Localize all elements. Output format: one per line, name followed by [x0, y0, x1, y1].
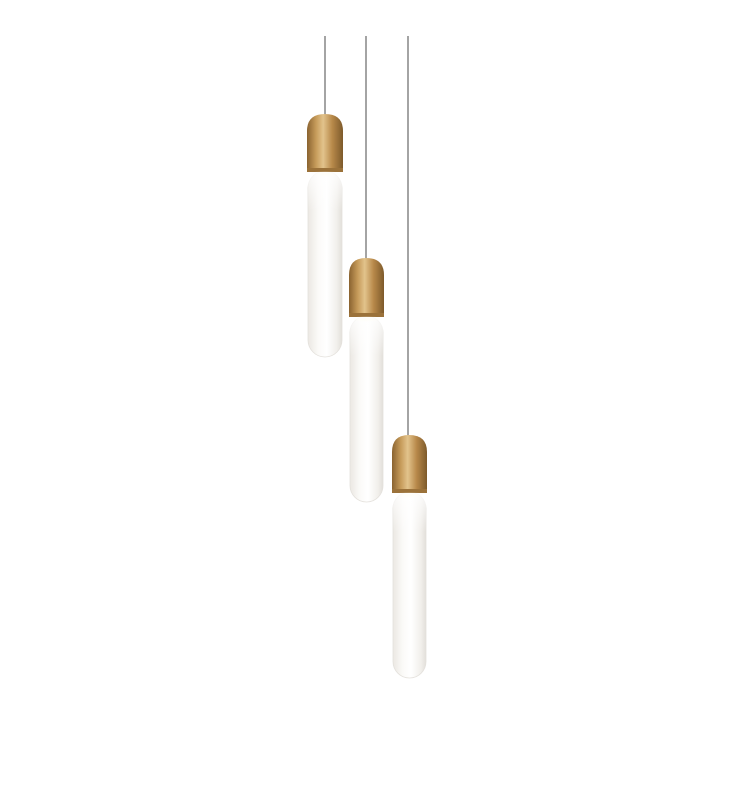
pendant-right [392, 36, 427, 679]
brass-cap-right [392, 435, 427, 498]
glass-tube-right [392, 491, 427, 679]
glass-tube-middle [349, 315, 384, 503]
glass-tube-left [307, 170, 343, 358]
brass-cap-left [307, 114, 343, 177]
brass-cap-middle [349, 258, 384, 322]
pendant-middle [349, 36, 384, 503]
pendant-left [307, 36, 343, 358]
